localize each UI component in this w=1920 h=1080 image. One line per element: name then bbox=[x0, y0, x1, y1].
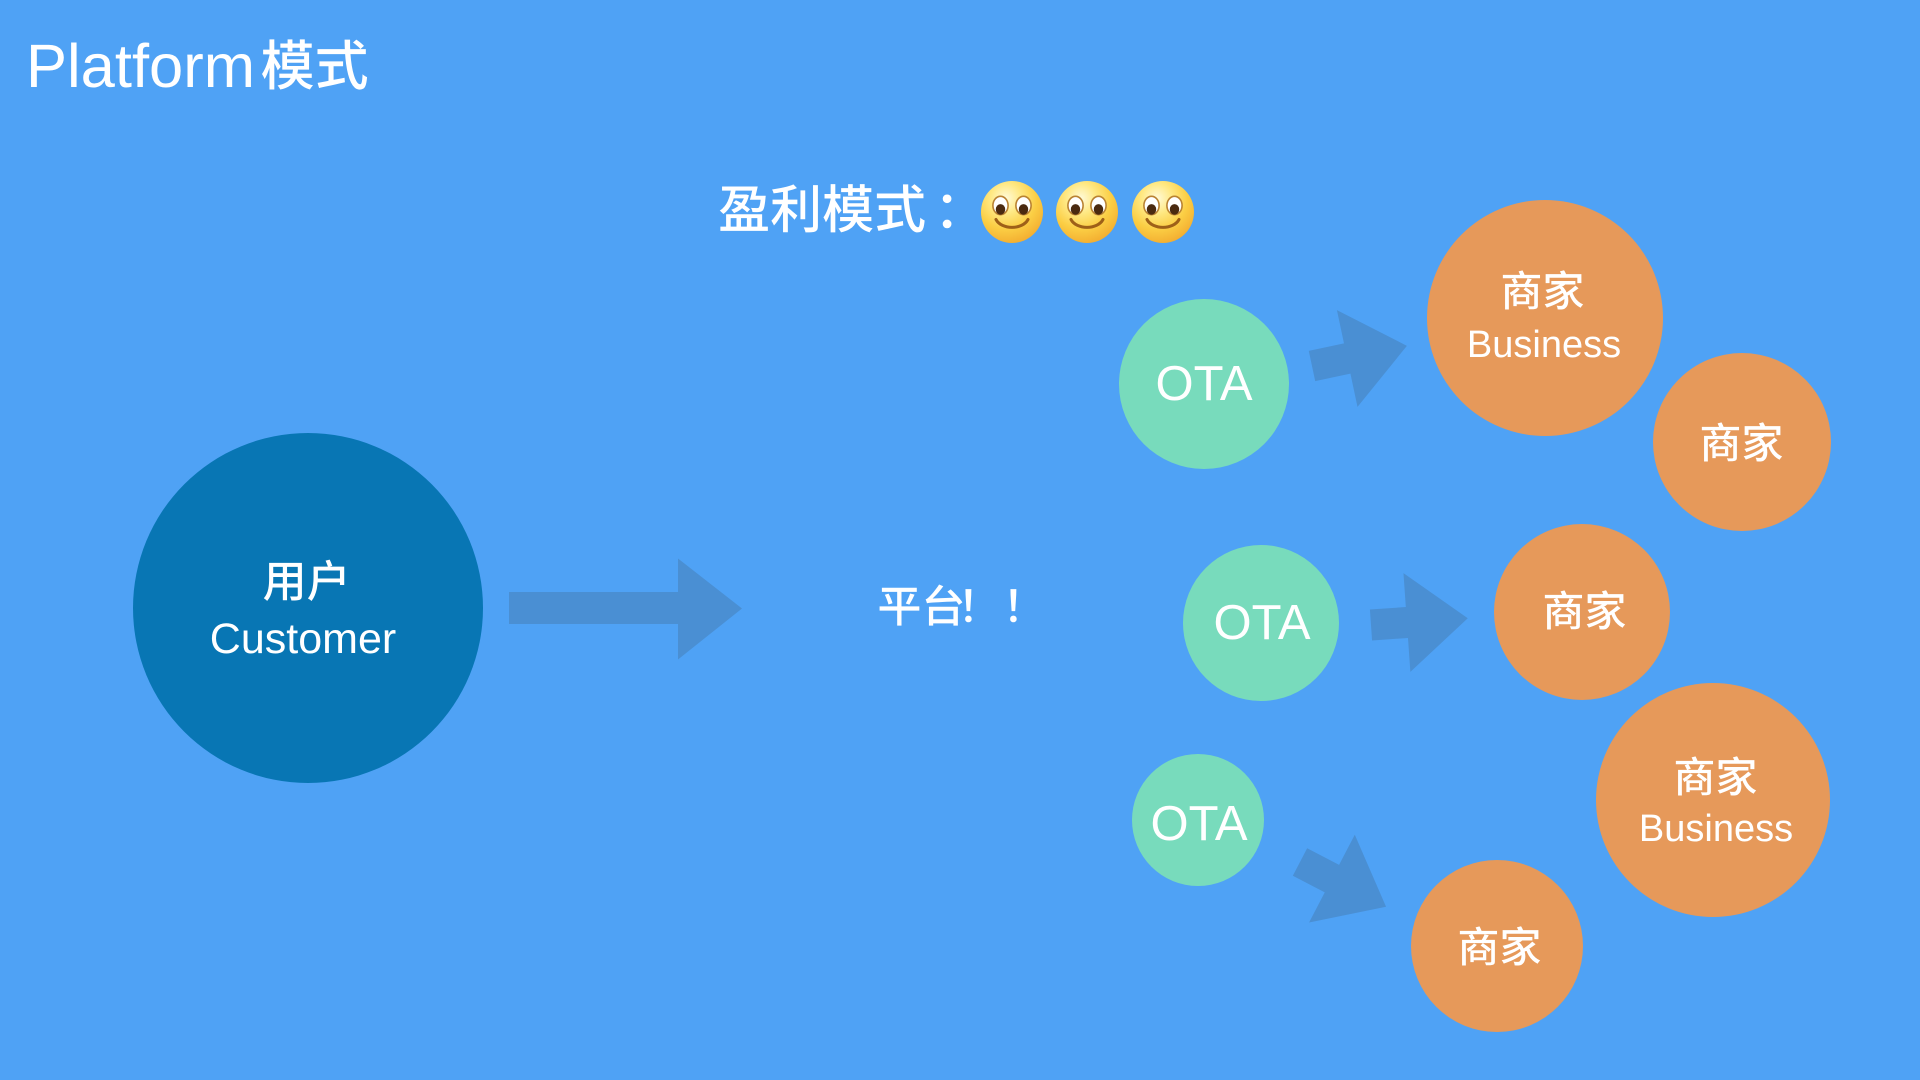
svg-text:Customer: Customer bbox=[210, 615, 396, 663]
svg-text:Business: Business bbox=[1639, 808, 1793, 850]
svg-text:Business: Business bbox=[1467, 324, 1621, 366]
svg-text:OTA: OTA bbox=[1155, 357, 1252, 411]
svg-text:Platform: Platform bbox=[26, 32, 255, 101]
svg-text:OTA: OTA bbox=[1150, 797, 1247, 851]
svg-text:OTA: OTA bbox=[1213, 596, 1310, 650]
